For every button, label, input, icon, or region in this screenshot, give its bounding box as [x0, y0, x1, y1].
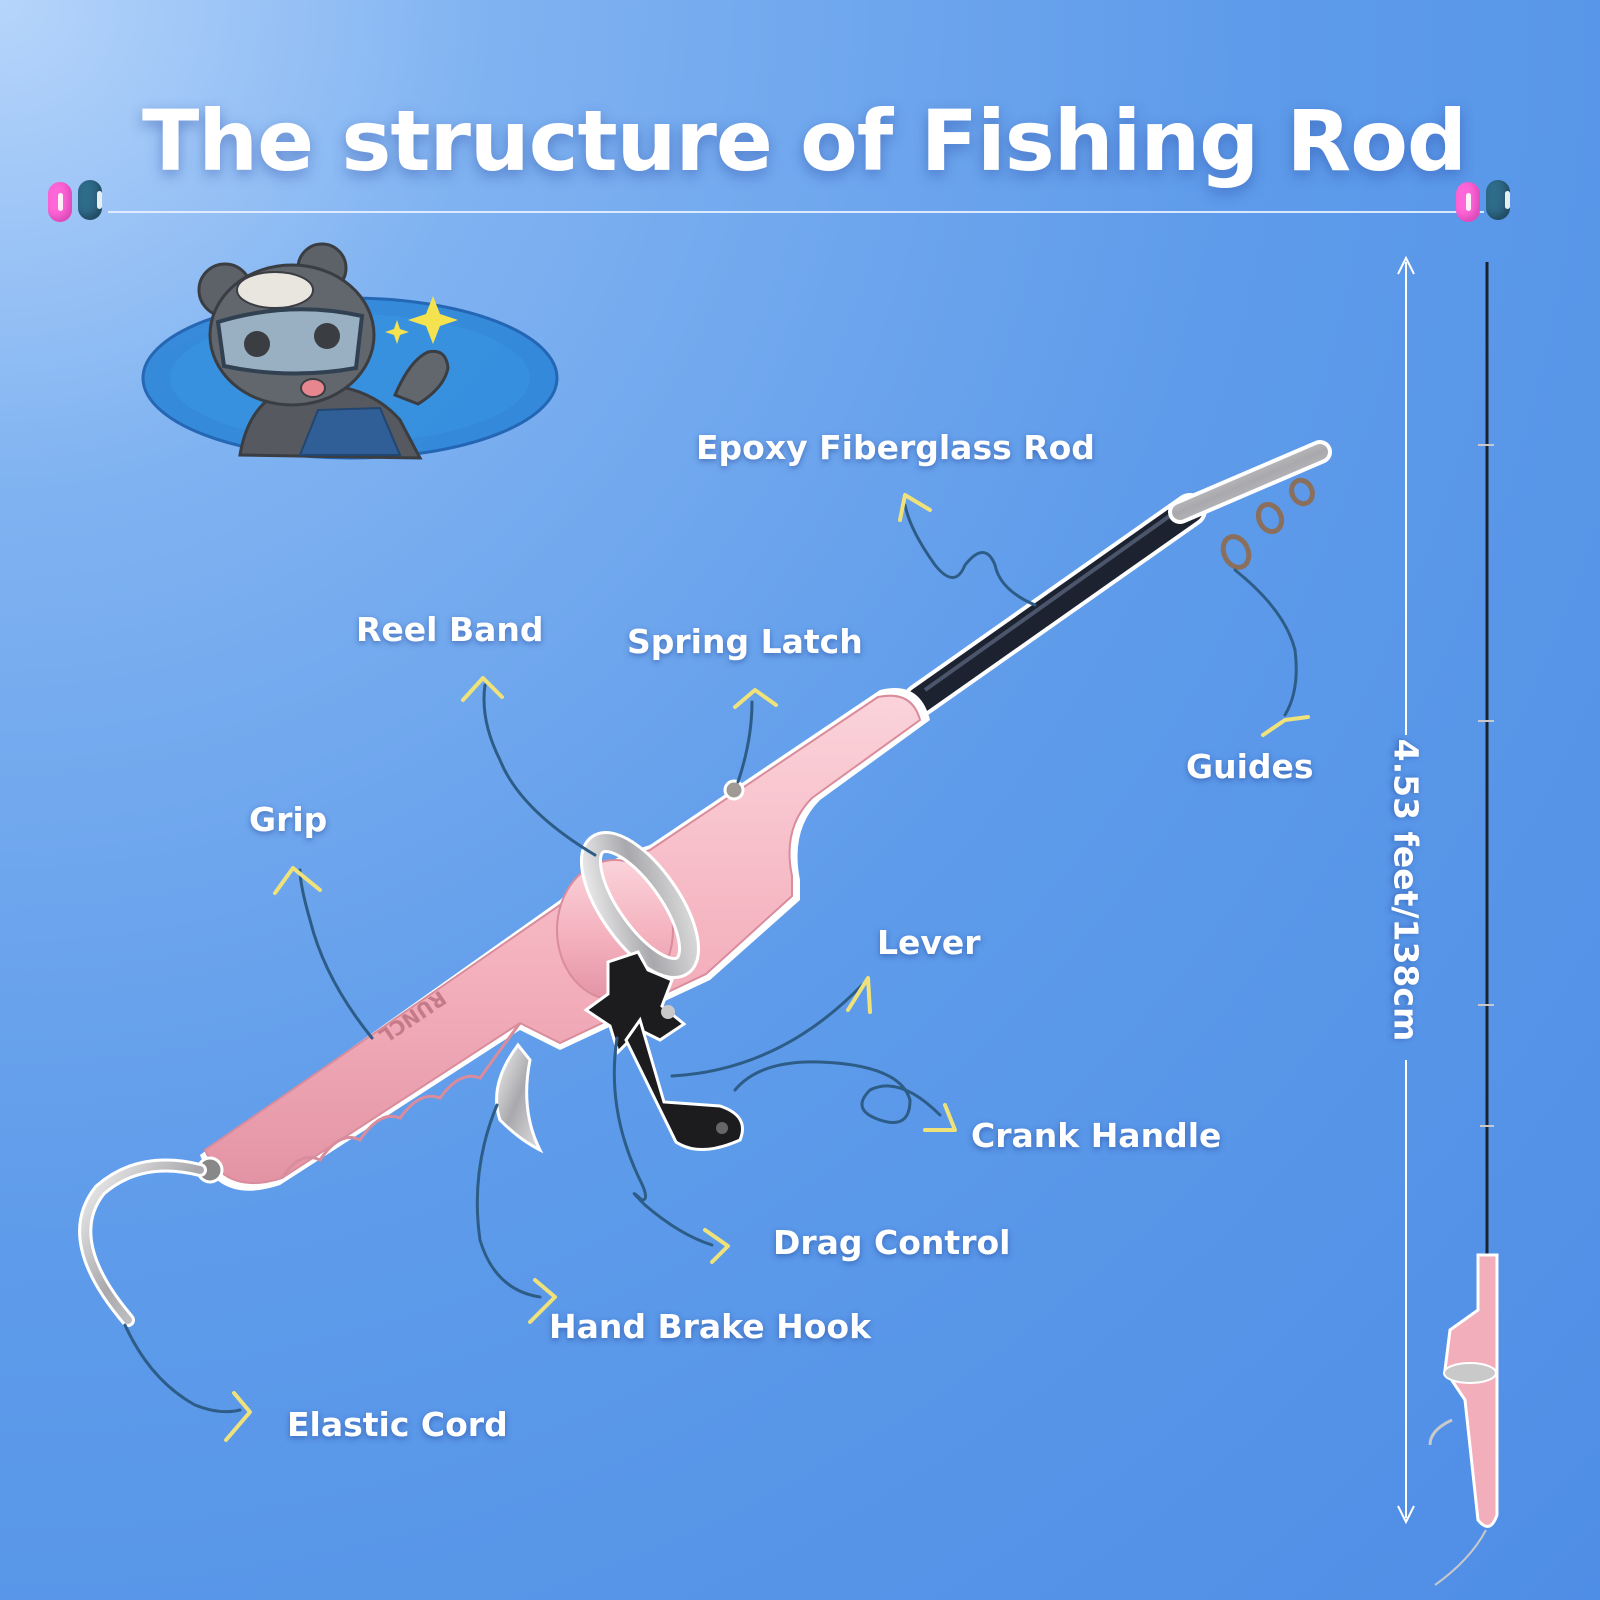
dimension-label: 4.53 feet/138cm [1386, 738, 1426, 1042]
label-epoxy-fiberglass-rod: Epoxy Fiberglass Rod [696, 428, 1095, 467]
title-underline [108, 211, 1484, 213]
label-crank-handle: Crank Handle [971, 1116, 1222, 1155]
label-reel-band: Reel Band [356, 610, 544, 649]
page-title: The structure of Fishing Rod [142, 92, 1467, 190]
reel-band-shape [579, 830, 701, 980]
label-grip: Grip [249, 800, 328, 839]
label-guides: Guides [1186, 747, 1314, 786]
label-drag-control: Drag Control [773, 1223, 1011, 1262]
label-spring-latch: Spring Latch [627, 622, 863, 661]
label-hand-brake-hook: Hand Brake Hook [549, 1307, 872, 1346]
label-lever: Lever [877, 923, 981, 962]
label-elastic-cord: Elastic Cord [287, 1405, 508, 1444]
